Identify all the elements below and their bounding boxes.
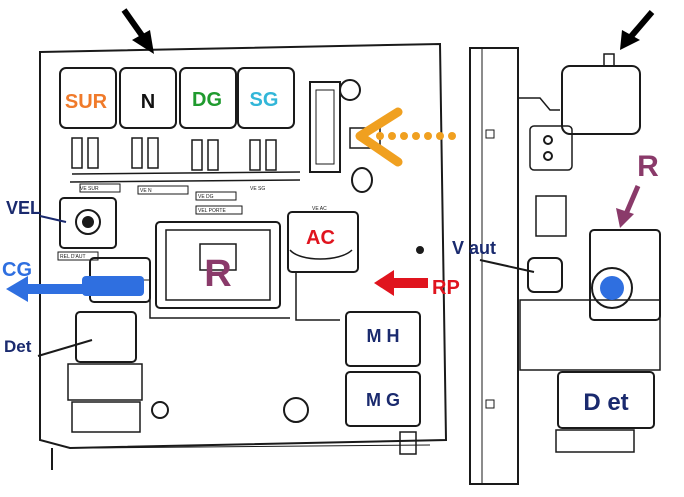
plate-ve-sg: VE SG (250, 186, 265, 192)
relay-dg-housing (179, 67, 237, 129)
label-mh: M H (367, 326, 400, 346)
label-mg: M G (366, 390, 400, 410)
side-panel (469, 47, 661, 485)
relay-label-sur: SUR (65, 91, 108, 113)
plate-rel-porte: VEL PORTE (198, 208, 226, 214)
relay-sur-housing (59, 67, 117, 129)
label-ac: AC (306, 227, 335, 249)
side-det-device (557, 371, 655, 429)
arrow-orange (355, 107, 456, 167)
arrow-black-right (620, 10, 655, 50)
relay-mg (345, 371, 421, 427)
relay-label-dg: DG (192, 89, 222, 111)
plate-ve-n: VE N (140, 188, 152, 194)
label-r-center: R (204, 253, 231, 295)
arrow-cg (6, 276, 144, 302)
vel-switch (59, 197, 117, 249)
plate-ve-ac: VE AC (312, 206, 327, 212)
resistor-block (309, 81, 341, 173)
side-relay-top (561, 65, 641, 135)
plate-ve-dg: VE DG (198, 194, 214, 200)
arrow-black-left (121, 8, 154, 54)
main-panel (39, 42, 448, 470)
label-det-right: D et (583, 389, 628, 416)
relay-ac (287, 211, 359, 273)
side-relay-r (589, 229, 661, 321)
label-cg: CG (2, 259, 32, 281)
v-aut-device (527, 257, 563, 293)
label-rp: RP (432, 277, 460, 299)
plate-ve-sur: VE SUR (80, 186, 99, 192)
relay-mh (345, 311, 421, 367)
blue-marker (600, 276, 624, 300)
plate-rel-daut: REL D'AUT (60, 254, 86, 260)
label-r-right: R (637, 150, 659, 183)
relay-label-sg: SG (250, 89, 279, 111)
label-vel: VEL (6, 198, 41, 218)
arrow-r-right (616, 185, 641, 228)
arrow-rp (374, 270, 428, 296)
label-det-left: Det (4, 337, 32, 356)
relay-sg-housing (237, 67, 295, 129)
relay-n-housing (119, 67, 177, 129)
det-left-device (75, 311, 137, 363)
relay-label-n: N (141, 91, 155, 113)
label-v-aut: V aut (452, 238, 496, 258)
relay-r-main (155, 221, 281, 309)
